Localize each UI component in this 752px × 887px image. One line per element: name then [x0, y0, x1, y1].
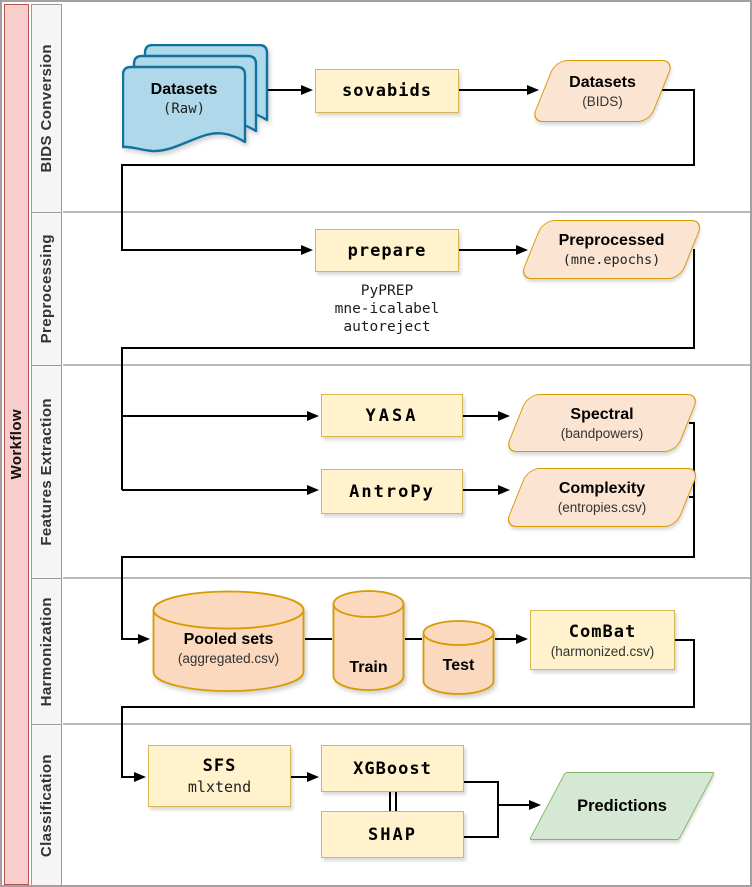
stage-label: Features Extraction	[38, 398, 55, 546]
combat-node: ComBat (harmonized.csv)	[530, 610, 675, 670]
stage-label-column: BIDS Conversion Preprocessing Features E…	[31, 4, 62, 885]
train-cylinder-icon	[332, 590, 405, 691]
node-title: Spectral	[570, 405, 634, 423]
node-title: Pooled sets	[183, 630, 274, 648]
diagram-canvas: Datasets (Raw) sovabids Datasets (BIDS) …	[63, 4, 750, 885]
shap-node: SHAP	[321, 811, 464, 858]
node-label: YASA	[365, 405, 419, 426]
node-title: ComBat	[568, 621, 637, 642]
row-divider	[63, 211, 750, 213]
node-subtitle: (aggregated.csv)	[177, 650, 280, 666]
workflow-band-label: Workflow	[8, 409, 25, 480]
sovabids-node: sovabids	[315, 69, 459, 113]
node-title: Datasets	[569, 73, 636, 91]
antropy-node: AntroPy	[321, 469, 463, 514]
tool-item: mne-icalabel	[334, 301, 440, 317]
node-subtitle: mlxtend	[187, 778, 252, 796]
node-subtitle: (entropies.csv)	[557, 500, 647, 515]
stage-classification: Classification	[31, 724, 62, 885]
node-subtitle: (mne.epochs)	[562, 251, 661, 268]
node-title: Complexity	[558, 480, 646, 497]
connector-arrows	[121, 85, 695, 838]
node-title: Preprocessed	[558, 231, 665, 249]
bids-datasets-node: Datasets (BIDS)	[530, 60, 675, 122]
sfs-node: SFS mlxtend	[148, 745, 291, 807]
test-cylinder-icon	[422, 620, 495, 695]
xgboost-node: XGBoost	[321, 745, 464, 792]
stage-preprocessing: Preprocessing	[31, 212, 62, 365]
stage-bids-conversion: BIDS Conversion	[31, 4, 62, 212]
stage-label: Preprocessing	[38, 234, 55, 344]
spectral-node: Spectral (bandpowers)	[503, 394, 701, 452]
raw-datasets-document-stack-icon	[122, 44, 269, 153]
tool-item: PyPREP	[360, 283, 414, 299]
pooled-sets-node: Pooled sets (aggregated.csv)	[152, 616, 305, 680]
stage-label: BIDS Conversion	[38, 44, 55, 173]
row-divider	[63, 364, 750, 366]
node-title: SFS	[202, 756, 237, 776]
node-label: AntroPy	[349, 481, 435, 502]
predictions-node: Predictions	[527, 772, 717, 840]
stage-features-extraction: Features Extraction	[31, 365, 62, 578]
node-label: XGBoost	[353, 758, 432, 779]
train-node: Train	[332, 654, 405, 682]
node-label: Predictions	[577, 796, 667, 815]
node-subtitle: (BIDS)	[582, 93, 623, 109]
node-title: Train	[349, 659, 388, 676]
node-label: prepare	[347, 240, 427, 261]
node-label: sovabids	[342, 81, 432, 101]
test-node: Test	[422, 652, 495, 680]
tool-item: autoreject	[343, 319, 431, 335]
stage-harmonization: Harmonization	[31, 578, 62, 724]
pooled-sets-cylinder-icon	[152, 590, 305, 692]
complexity-node: Complexity (entropies.csv)	[503, 468, 701, 527]
node-subtitle: (bandpowers)	[560, 425, 644, 441]
node-subtitle: (harmonized.csv)	[550, 643, 655, 659]
node-title: Test	[442, 657, 475, 674]
prepare-node: prepare	[315, 229, 459, 272]
node-label: SHAP	[368, 824, 417, 845]
node-subtitle: (Raw)	[162, 101, 206, 117]
workflow-band: Workflow	[4, 4, 29, 885]
raw-datasets-node: Datasets (Raw)	[129, 74, 239, 124]
stage-label: Classification	[38, 753, 55, 858]
row-divider	[63, 577, 750, 579]
prepare-tools-list: PyPREP mne-icalabel autoreject	[297, 282, 477, 336]
yasa-node: YASA	[321, 394, 463, 437]
preprocessed-node: Preprocessed (mne.epochs)	[518, 220, 705, 279]
node-title: Datasets	[150, 81, 218, 98]
stage-label: Harmonization	[38, 596, 55, 707]
row-divider	[63, 723, 750, 725]
